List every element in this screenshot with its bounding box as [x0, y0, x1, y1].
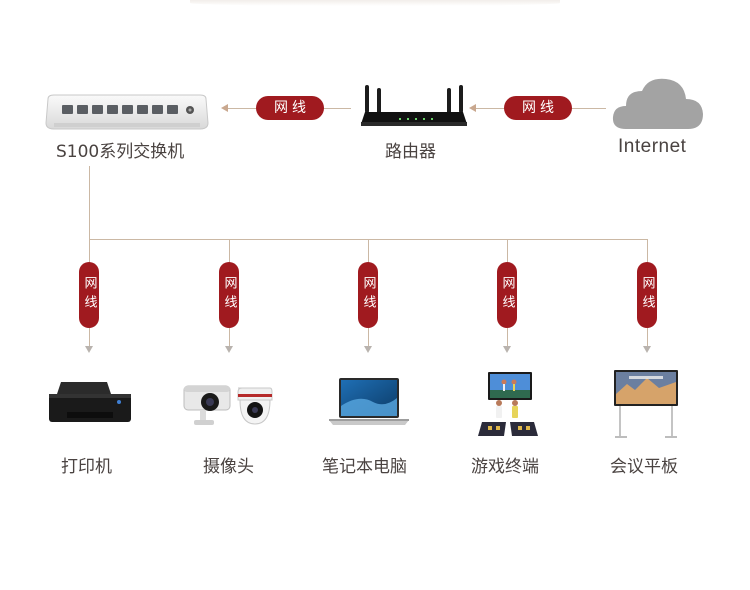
device-label: 笔记本电脑	[322, 457, 407, 477]
router-label: 路由器	[385, 142, 436, 162]
router-icon	[359, 84, 469, 134]
laptop-icon	[327, 376, 411, 428]
cable-badge: 网线	[637, 262, 657, 328]
arrow-down	[364, 346, 372, 353]
cable-badge-router-switch: 网线	[256, 96, 324, 120]
device-label: 游戏终端	[471, 457, 539, 477]
device-label: 会议平板	[610, 457, 678, 477]
conference-display-icon	[613, 368, 679, 442]
arrow-to-router	[469, 104, 476, 112]
top-shadow	[190, 0, 560, 6]
network-switch-icon	[44, 93, 210, 133]
trunk-line	[89, 166, 90, 239]
game-terminal-icon	[474, 370, 542, 438]
switch-label: S100系列交换机	[56, 142, 185, 162]
cable-badge: 网线	[219, 262, 239, 328]
security-camera-icon	[182, 382, 274, 428]
cable-badge: 网线	[79, 262, 99, 328]
arrow-down	[643, 346, 651, 353]
cable-badge-internet-router: 网线	[504, 96, 572, 120]
arrow-to-switch	[221, 104, 228, 112]
cloud-icon	[612, 75, 704, 131]
arrow-down	[85, 346, 93, 353]
arrow-down	[225, 346, 233, 353]
cable-badge: 网线	[497, 262, 517, 328]
printer-icon	[47, 380, 133, 426]
device-label: 打印机	[61, 457, 112, 477]
internet-label: Internet	[618, 136, 687, 157]
device-label: 摄像头	[203, 457, 254, 477]
arrow-down	[503, 346, 511, 353]
cable-badge: 网线	[358, 262, 378, 328]
